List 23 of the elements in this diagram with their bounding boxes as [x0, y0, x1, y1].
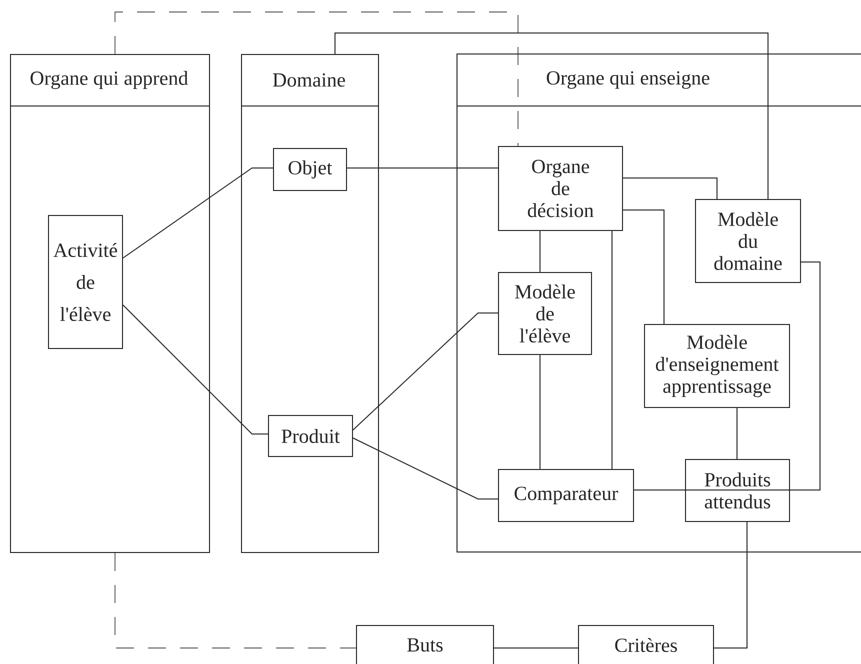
process-box: Produit: [268, 415, 353, 457]
process-box: Objet: [273, 148, 347, 191]
process-box: Organe de décision: [498, 146, 623, 231]
process-box: Produits attendus: [685, 459, 790, 522]
connector: [352, 438, 498, 500]
process-box: Modèle de l'élève: [498, 272, 592, 355]
connector: [714, 522, 748, 648]
process-box: Modèle du domaine: [695, 199, 801, 283]
process-box: Activité de l'élève: [48, 215, 123, 349]
process-box: Modèle d'enseignement apprentissage: [644, 324, 790, 408]
connector: [114, 12, 518, 146]
connector: [334, 32, 768, 200]
process-box: Critères: [578, 625, 714, 664]
connector: [622, 210, 664, 324]
connector: [122, 168, 274, 258]
process-box: Buts: [356, 625, 494, 664]
connector: [114, 552, 356, 648]
connector: [352, 312, 498, 430]
connector: [736, 408, 738, 460]
process-box: Comparateur: [498, 469, 634, 522]
connector: [122, 304, 268, 434]
connector: [684, 262, 820, 490]
connector: [622, 178, 718, 200]
